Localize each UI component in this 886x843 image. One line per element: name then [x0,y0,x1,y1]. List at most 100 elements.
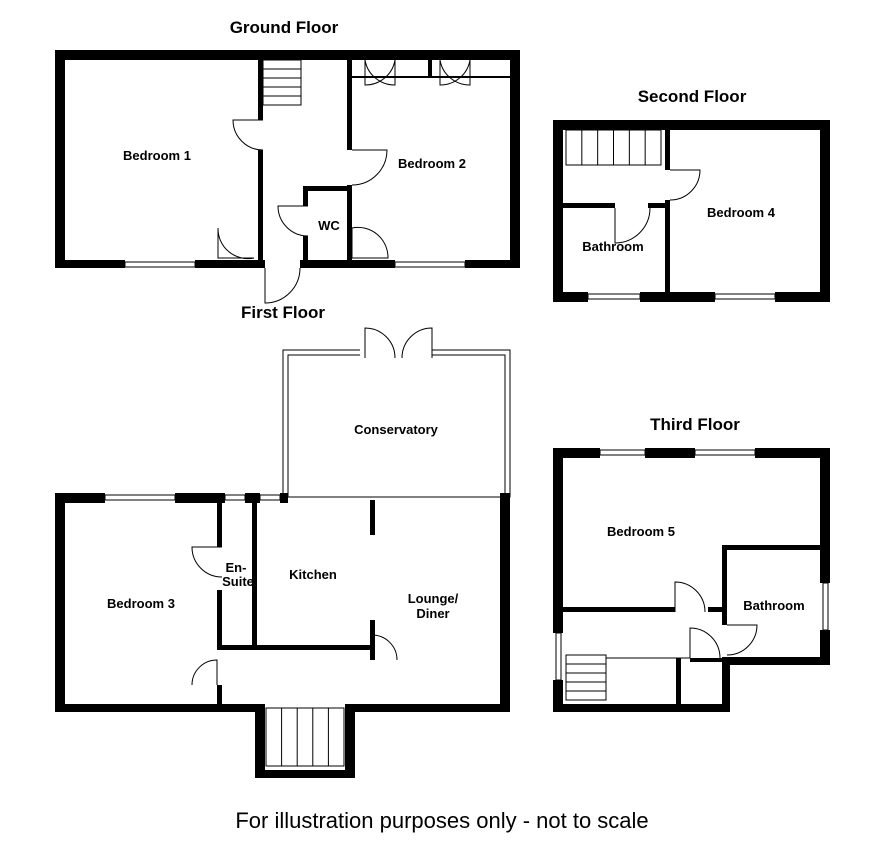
wall [465,260,520,268]
third-floor-title: Third Floor [650,415,740,434]
windows [104,261,829,681]
door-swing [371,634,398,661]
wall [55,704,265,712]
wall [428,58,432,78]
wall [648,203,670,208]
window [587,293,641,300]
wall [820,120,830,302]
wall [510,50,520,268]
wall [722,657,830,665]
wall [255,770,355,778]
wall [352,76,510,78]
door-swing [439,59,471,86]
wall [722,657,730,712]
wall [217,497,222,547]
door-swing [674,581,706,613]
window [694,449,756,456]
shower-tray [217,227,255,260]
room-label-ensuite-line1: En- [226,560,247,575]
wall [708,607,727,612]
wall [345,704,510,712]
wall [665,200,670,300]
wall [303,186,352,191]
wall [55,50,520,60]
wall [217,685,222,707]
wall [217,645,372,650]
wall [755,448,830,458]
wall [500,493,510,712]
wall [345,704,355,778]
wall [553,120,563,302]
wall [280,493,288,503]
door-swing [364,327,396,359]
door-swing [726,624,758,656]
door-swing [364,59,396,86]
room-label-bedroom-5: Bedroom 5 [607,524,675,539]
wall [195,260,265,268]
door-swing [191,659,218,686]
wall [722,545,830,550]
stairs [262,59,690,767]
door-swing [232,119,264,151]
wall [252,497,257,647]
wall [55,493,105,503]
walls [55,50,830,778]
wall [258,150,263,268]
room-label-bathroom-second: Bathroom [582,239,643,254]
door-swing [277,205,309,237]
room-label-bedroom-2: Bedroom 2 [398,156,466,171]
wall [676,658,681,708]
wall [722,545,727,625]
doors [191,59,758,686]
room-label-bedroom-1: Bedroom 1 [123,148,191,163]
shower-tray [351,226,389,259]
wall [563,203,615,208]
wall [553,704,730,712]
room-label-bedroom-3: Bedroom 3 [107,596,175,611]
room-label-ensuite-line2: Suite [222,574,254,589]
wall [775,292,830,302]
window [714,293,776,300]
wall [553,448,600,458]
wall [217,590,222,650]
door-swing [614,207,651,244]
wall [690,658,726,662]
conservatory-door-gap [360,346,432,358]
room-label-kitchen: Kitchen [289,567,337,582]
window [259,494,281,501]
window [104,494,176,501]
wall [370,500,375,535]
wall [553,448,563,633]
wall [820,448,830,583]
wall [303,236,308,268]
wall [563,607,675,612]
wall [175,493,225,503]
wall [553,680,563,712]
first-floor-title: First Floor [241,303,325,322]
room-label-bedroom-4: Bedroom 4 [707,205,776,220]
wall [55,50,65,268]
window [555,632,562,681]
staircase [565,654,607,701]
window [224,494,246,501]
wall [820,630,830,665]
wall [55,260,125,268]
door-swing [401,327,433,359]
second-floor-title: Second Floor [638,87,747,106]
wall [258,50,263,120]
window [394,261,466,268]
room-label-conservatory: Conservatory [354,422,439,437]
wall [553,292,588,302]
door-swing [689,627,721,659]
window [124,261,196,268]
wall [645,448,695,458]
wall [347,50,352,150]
room-label-wc: WC [318,218,340,233]
ground-floor-title: Ground Floor [230,18,339,37]
disclaimer-footer: For illustration purposes only - not to … [235,808,648,833]
room-label-lounge-line1: Lounge/ [408,591,459,606]
window [822,582,829,631]
wall [303,186,308,206]
room-label-bathroom-third: Bathroom [743,598,804,613]
